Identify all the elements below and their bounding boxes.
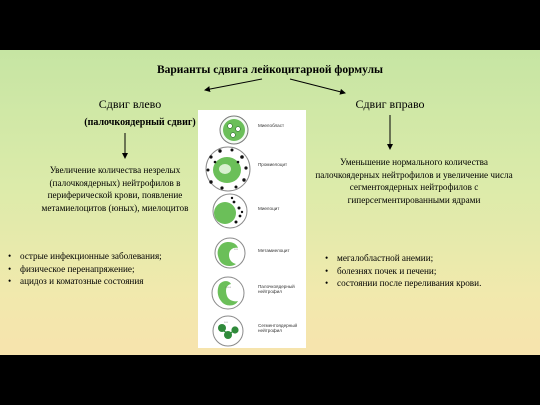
list-item: острые инфекционные заболевания;: [8, 250, 162, 263]
list-item: физическое перенапряжение;: [8, 263, 162, 276]
band-neutrophil-cell: o o o: [211, 276, 245, 310]
list-item: мегалобластной анемии;: [325, 252, 481, 265]
left-shift-description: Увеличение количества незрелых (палочкоя…: [41, 165, 189, 213]
left-shift-subheading: (палочкоядерный сдвиг): [84, 117, 196, 128]
myelocyte-cell: [212, 193, 248, 229]
slide-title: Варианты сдвига лейкоцитарной формулы: [156, 64, 384, 76]
right-shift-description: Уменьшение нормального количества палочк…: [315, 157, 513, 205]
cell-label-band-neutrophil: Палочкоядерный нейтрофил: [258, 284, 295, 295]
arrow-to-left-shift: [204, 78, 263, 92]
segmented-neutrophil-cell: o o: [212, 315, 244, 347]
cell-label-metamyelocyte: Метамиелоцит: [258, 248, 290, 253]
list-item: болезнях почек и печени;: [325, 265, 481, 278]
svg-text:o o: o o: [234, 247, 238, 251]
cells-illustration: o o o o o o o: [205, 115, 251, 347]
arrow-to-right-shift: [289, 78, 346, 95]
metamyelocyte-cell: o o: [214, 237, 246, 269]
slide: Варианты сдвига лейкоцитарной формулы Сд…: [0, 50, 540, 355]
neutrophil-maturation-panel: o o o o o o o Миелобласт Промиелоцит Мие…: [198, 110, 306, 348]
svg-text:o o o: o o o: [225, 285, 232, 289]
right-shift-heading: Сдвиг вправо: [355, 97, 425, 111]
list-item: ацидоз и коматозные состояния: [8, 275, 162, 288]
right-shift-causes-list: мегалобластной анемии; болезнях почек и …: [325, 252, 481, 290]
cell-label-myeloblast: Миелобласт: [258, 123, 285, 128]
cell-label-myelocyte: Миелоцит: [258, 206, 280, 211]
svg-text:o o: o o: [224, 320, 228, 324]
myeloblast-cell: [219, 115, 249, 145]
left-shift-heading: Сдвиг влево: [98, 97, 162, 111]
arrows-layer: [122, 78, 393, 159]
list-item: состоянии после переливания крови.: [325, 277, 481, 290]
cell-label-segmented-neutrophil: Сегментоядерный нейтрофил: [258, 323, 298, 334]
cell-label-promyelocyte: Промиелоцит: [258, 162, 288, 167]
promyelocyte-cell: [205, 146, 251, 192]
left-shift-causes-list: острые инфекционные заболевания; физичес…: [8, 250, 162, 288]
